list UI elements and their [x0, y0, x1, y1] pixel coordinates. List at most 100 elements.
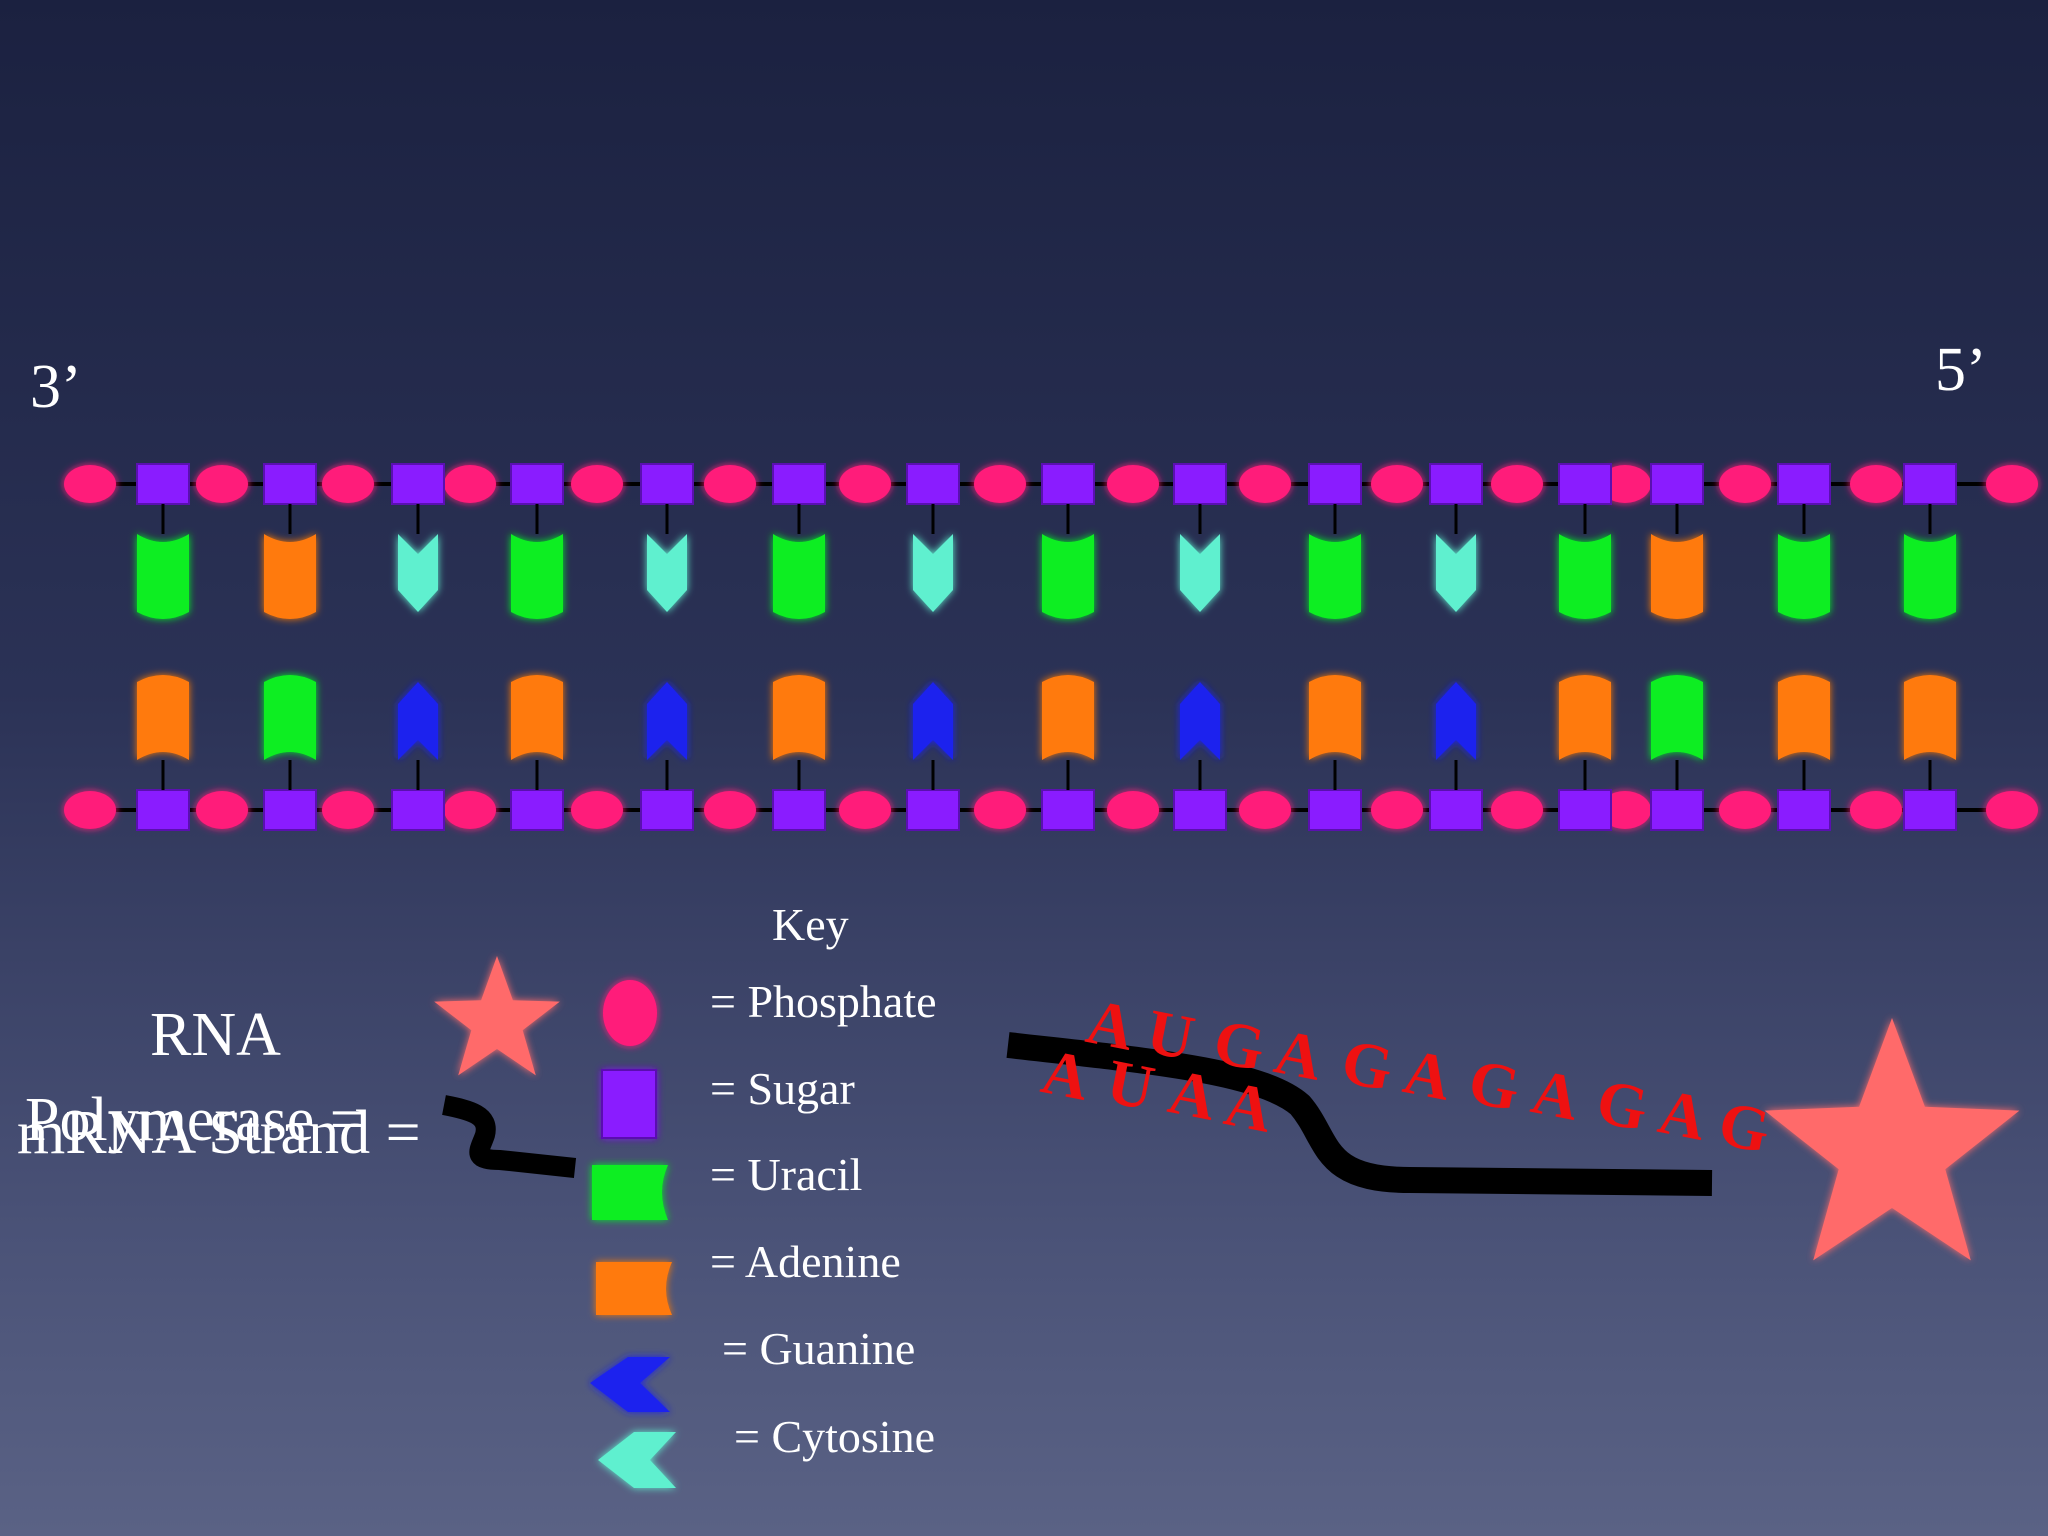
- top-sugar: [1429, 463, 1483, 505]
- top-base-uracil: [1778, 534, 1830, 619]
- mrna-strand-label: mRNA Strand =: [17, 1099, 421, 1167]
- bottom-phosphate: [974, 791, 1026, 829]
- top-sugar: [1903, 463, 1957, 505]
- top-phosphate: [1491, 465, 1543, 503]
- bottom-base-uracil: [1651, 675, 1703, 760]
- bottom-bases: [137, 675, 1956, 790]
- bottom-phosphate: [1719, 791, 1771, 829]
- bottom-sugar: [1429, 789, 1483, 831]
- mrna-letter: G: [1591, 1065, 1653, 1144]
- key-phosphate-icon: [603, 980, 657, 1046]
- bottom-sugar: [1041, 789, 1095, 831]
- top-base-cytosine: [398, 534, 438, 612]
- top-sugar: [136, 463, 190, 505]
- bottom-base-uracil: [264, 675, 316, 760]
- bottom-phosphate: [444, 791, 496, 829]
- top-phosphate: [444, 465, 496, 503]
- top-sugar: [906, 463, 960, 505]
- bottom-phosphate: [571, 791, 623, 829]
- bottom-phosphate: [1850, 791, 1902, 829]
- bottom-sugar: [510, 789, 564, 831]
- top-base-uracil: [1904, 534, 1956, 619]
- top-base-uracil: [1042, 534, 1094, 619]
- top-base-uracil: [773, 534, 825, 619]
- top-phosphate: [1239, 465, 1291, 503]
- key-title: Key: [772, 899, 849, 950]
- bottom-sugar: [1903, 789, 1957, 831]
- five-prime-label: 5’: [1935, 336, 1987, 404]
- bottom-sugar: [136, 789, 190, 831]
- top-phosphate: [1850, 465, 1902, 503]
- bottom-base-adenine: [1778, 675, 1830, 760]
- bottom-base-adenine: [1309, 675, 1361, 760]
- bottom-sugar: [1777, 789, 1831, 831]
- mrna-letter: G: [1336, 1025, 1398, 1104]
- top-phosphate: [322, 465, 374, 503]
- bottom-sugar: [640, 789, 694, 831]
- top-phosphate: [974, 465, 1026, 503]
- top-sugar: [510, 463, 564, 505]
- rna-polymerase-label-line1: RNA: [150, 1001, 281, 1069]
- top-base-uracil: [1309, 534, 1361, 619]
- bottom-phosphate: [64, 791, 116, 829]
- top-phosphate: [196, 465, 248, 503]
- bottom-phosphate: [1986, 791, 2038, 829]
- bottom-phosphate: [1491, 791, 1543, 829]
- top-sugar: [1558, 463, 1612, 505]
- top-sugar: [1777, 463, 1831, 505]
- top-base-cytosine: [1180, 534, 1220, 612]
- key-symbols: [590, 980, 676, 1488]
- top-phosphate: [1107, 465, 1159, 503]
- bottom-sugar: [1173, 789, 1227, 831]
- key-adenine-icon: [596, 1262, 672, 1315]
- bottom-base-guanine: [913, 682, 953, 760]
- top-base-uracil: [511, 534, 563, 619]
- top-sugar: [263, 463, 317, 505]
- top-base-adenine: [1651, 534, 1703, 619]
- key-label-cytosine: = Cytosine: [734, 1411, 936, 1462]
- top-base-uracil: [137, 534, 189, 619]
- mrna-letter: G: [1713, 1087, 1775, 1166]
- mrna-letter: A: [1526, 1055, 1585, 1134]
- key-sugar-icon: [601, 1069, 657, 1139]
- bottom-sugar: [772, 789, 826, 831]
- bottom-sugar: [391, 789, 445, 831]
- bottom-sugar: [1558, 789, 1612, 831]
- bottom-base-adenine: [511, 675, 563, 760]
- top-phosphate: [839, 465, 891, 503]
- bottom-phosphate: [704, 791, 756, 829]
- bottom-base-adenine: [1042, 675, 1094, 760]
- top-base-cytosine: [913, 534, 953, 612]
- bottom-base-guanine: [398, 682, 438, 760]
- mrna-letter: G: [1463, 1045, 1525, 1124]
- key-label-uracil: = Uracil: [710, 1149, 863, 1200]
- top-phosphate: [64, 465, 116, 503]
- top-base-cytosine: [1436, 534, 1476, 612]
- top-sugar: [1041, 463, 1095, 505]
- bottom-base-guanine: [1436, 682, 1476, 760]
- top-backbone: [64, 463, 2038, 505]
- rna-polymerase-label-line2: Polymerase =: [25, 1086, 365, 1154]
- key-guanine-icon: [590, 1357, 670, 1412]
- top-base-adenine: [264, 534, 316, 619]
- mrna-letter: A: [1653, 1075, 1712, 1154]
- bottom-base-adenine: [1904, 675, 1956, 760]
- top-phosphate: [704, 465, 756, 503]
- polymerase-legend-star-icon: [434, 956, 560, 1076]
- top-sugar: [1173, 463, 1227, 505]
- bottom-phosphate: [839, 791, 891, 829]
- top-sugar: [640, 463, 694, 505]
- top-phosphate: [571, 465, 623, 503]
- bottom-base-guanine: [1180, 682, 1220, 760]
- key-label-adenine: = Adenine: [710, 1236, 901, 1287]
- key-uracil-icon: [592, 1165, 668, 1220]
- top-phosphate: [1986, 465, 2038, 503]
- top-sugar: [1308, 463, 1362, 505]
- key-label-guanine: = Guanine: [722, 1323, 916, 1374]
- bottom-phosphate: [1107, 791, 1159, 829]
- bottom-base-adenine: [137, 675, 189, 760]
- bottom-sugar: [1308, 789, 1362, 831]
- mrna-legend-squiggle-icon: [442, 1095, 577, 1178]
